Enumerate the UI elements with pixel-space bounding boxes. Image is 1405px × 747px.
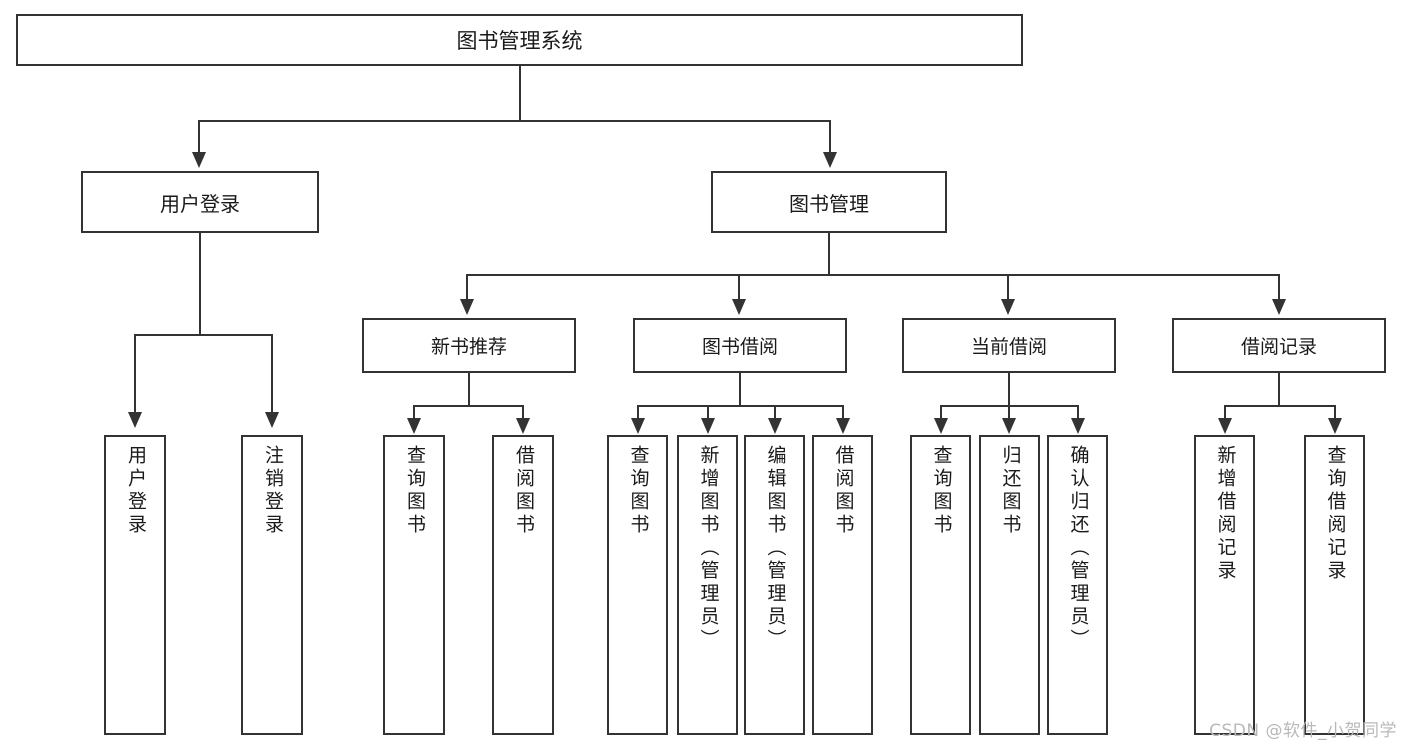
connector-bookborrow-bus (637, 405, 844, 407)
node-label: 图书管理系统 (456, 29, 583, 53)
connector-bookborrow-c1 (637, 405, 639, 419)
connector-to-book-borrow (738, 274, 740, 300)
leaf-logout[interactable]: 注销登录 (241, 435, 303, 735)
arrowhead-leaf-user-login (128, 412, 142, 428)
leaf-borrow-book[interactable]: 借阅图书 (812, 435, 873, 735)
leaf-label: 注销登录 (261, 445, 284, 537)
leaf-query-book-recommend[interactable]: 查询图书 (383, 435, 445, 735)
leaf-label: 查询图书 (403, 445, 426, 537)
node-borrow-record[interactable]: 借阅记录 (1172, 318, 1386, 373)
leaf-user-login[interactable]: 用户登录 (104, 435, 166, 735)
leaf-label: 查询借阅记录 (1324, 445, 1347, 583)
node-current-borrow[interactable]: 当前借阅 (902, 318, 1116, 373)
connector-currentborrow-stem (1008, 373, 1010, 406)
arrowhead-borrowrecord-c2 (1328, 418, 1342, 434)
arrowhead-leaf-logout (265, 412, 279, 428)
connector-newbook-c2 (522, 405, 524, 419)
arrowhead-borrowrecord-c1 (1218, 418, 1232, 434)
connector-to-new-book (466, 274, 468, 300)
connector-bookborrow-c4 (842, 405, 844, 419)
leaf-label: 新增借阅记录 (1214, 445, 1237, 583)
connector-to-book-manage (829, 120, 831, 153)
leaf-borrow-book-recommend[interactable]: 借阅图书 (492, 435, 554, 735)
arrowhead-newbook-c2 (516, 418, 530, 434)
leaf-add-book-admin[interactable]: 新增图书（管理员） (677, 435, 738, 735)
arrowhead-current-borrow (1001, 299, 1015, 315)
leaf-edit-book-admin[interactable]: 编辑图书（管理员） (744, 435, 805, 735)
arrowhead-book-borrow (732, 299, 746, 315)
node-label: 新书推荐 (430, 336, 507, 358)
connector-to-borrow-record (1278, 274, 1280, 300)
connector-userlogin-right (271, 334, 273, 412)
connector-currentborrow-c1 (940, 405, 942, 419)
arrowhead-currentborrow-c1 (934, 418, 948, 434)
arrowhead-bookborrow-c2 (701, 418, 715, 434)
connector-root-bus (198, 120, 831, 122)
arrowhead-currentborrow-c2 (1002, 418, 1016, 434)
connector-bookborrow-c2 (707, 405, 709, 419)
leaf-label: 借阅图书 (832, 445, 855, 537)
connector-borrowrecord-c2 (1334, 405, 1336, 419)
connector-newbook-bus (413, 405, 523, 407)
leaf-query-book[interactable]: 查询图书 (607, 435, 668, 735)
connector-borrowrecord-bus (1224, 405, 1335, 407)
arrowhead-newbook-c1 (407, 418, 421, 434)
leaf-label: 查询图书 (627, 445, 650, 537)
leaf-query-borrow-record[interactable]: 查询借阅记录 (1304, 435, 1365, 735)
arrowhead-user-login (192, 152, 206, 168)
leaf-add-borrow-record[interactable]: 新增借阅记录 (1194, 435, 1255, 735)
arrowhead-new-book (460, 299, 474, 315)
connector-root-stem (519, 66, 521, 121)
connector-to-user-login (198, 120, 200, 153)
connector-currentborrow-c2 (1008, 405, 1010, 419)
connector-bookmanage-bus (466, 274, 1280, 276)
node-label: 图书管理 (789, 191, 869, 216)
leaf-query-book-current[interactable]: 查询图书 (910, 435, 971, 735)
arrowhead-book-manage (823, 152, 837, 168)
arrowhead-currentborrow-c3 (1071, 418, 1085, 434)
node-label: 当前借阅 (970, 336, 1047, 358)
arrowhead-bookborrow-c1 (631, 418, 645, 434)
watermark-text: CSDN @软件_小贺同学 (1209, 721, 1397, 741)
connector-currentborrow-c3 (1077, 405, 1079, 419)
connector-borrowrecord-c1 (1224, 405, 1226, 419)
arrowhead-bookborrow-c4 (836, 418, 850, 434)
connector-to-current-borrow (1007, 274, 1009, 300)
connector-bookborrow-stem (739, 373, 741, 406)
leaf-label: 归还图书 (999, 445, 1022, 537)
leaf-label: 编辑图书（管理员） (764, 445, 787, 652)
connector-bookmanage-stem (828, 233, 830, 275)
arrowhead-bookborrow-c3 (768, 418, 782, 434)
connector-newbook-stem (468, 373, 470, 406)
node-book-management[interactable]: 图书管理 (711, 171, 947, 233)
leaf-label: 借阅图书 (512, 445, 535, 537)
node-system-root[interactable]: 图书管理系统 (16, 14, 1023, 66)
connector-userlogin-bus (134, 334, 272, 336)
leaf-return-book[interactable]: 归还图书 (979, 435, 1040, 735)
connector-bookborrow-c3 (774, 405, 776, 419)
node-label: 图书借阅 (701, 336, 778, 358)
arrowhead-borrow-record (1272, 299, 1286, 315)
connector-userlogin-left (134, 334, 136, 412)
leaf-confirm-return-admin[interactable]: 确认归还（管理员） (1047, 435, 1108, 735)
node-book-borrow[interactable]: 图书借阅 (633, 318, 847, 373)
leaf-label: 用户登录 (124, 445, 147, 537)
connector-borrowrecord-stem (1278, 373, 1280, 406)
node-new-book-recommend[interactable]: 新书推荐 (362, 318, 576, 373)
leaf-label: 确认归还（管理员） (1067, 445, 1090, 652)
node-label: 用户登录 (160, 191, 240, 216)
leaf-label: 新增图书（管理员） (697, 445, 720, 652)
connector-newbook-c1 (413, 405, 415, 419)
leaf-label: 查询图书 (930, 445, 953, 537)
connector-userlogin-stem (199, 233, 201, 335)
node-label: 借阅记录 (1240, 336, 1317, 358)
node-user-login[interactable]: 用户登录 (81, 171, 319, 233)
